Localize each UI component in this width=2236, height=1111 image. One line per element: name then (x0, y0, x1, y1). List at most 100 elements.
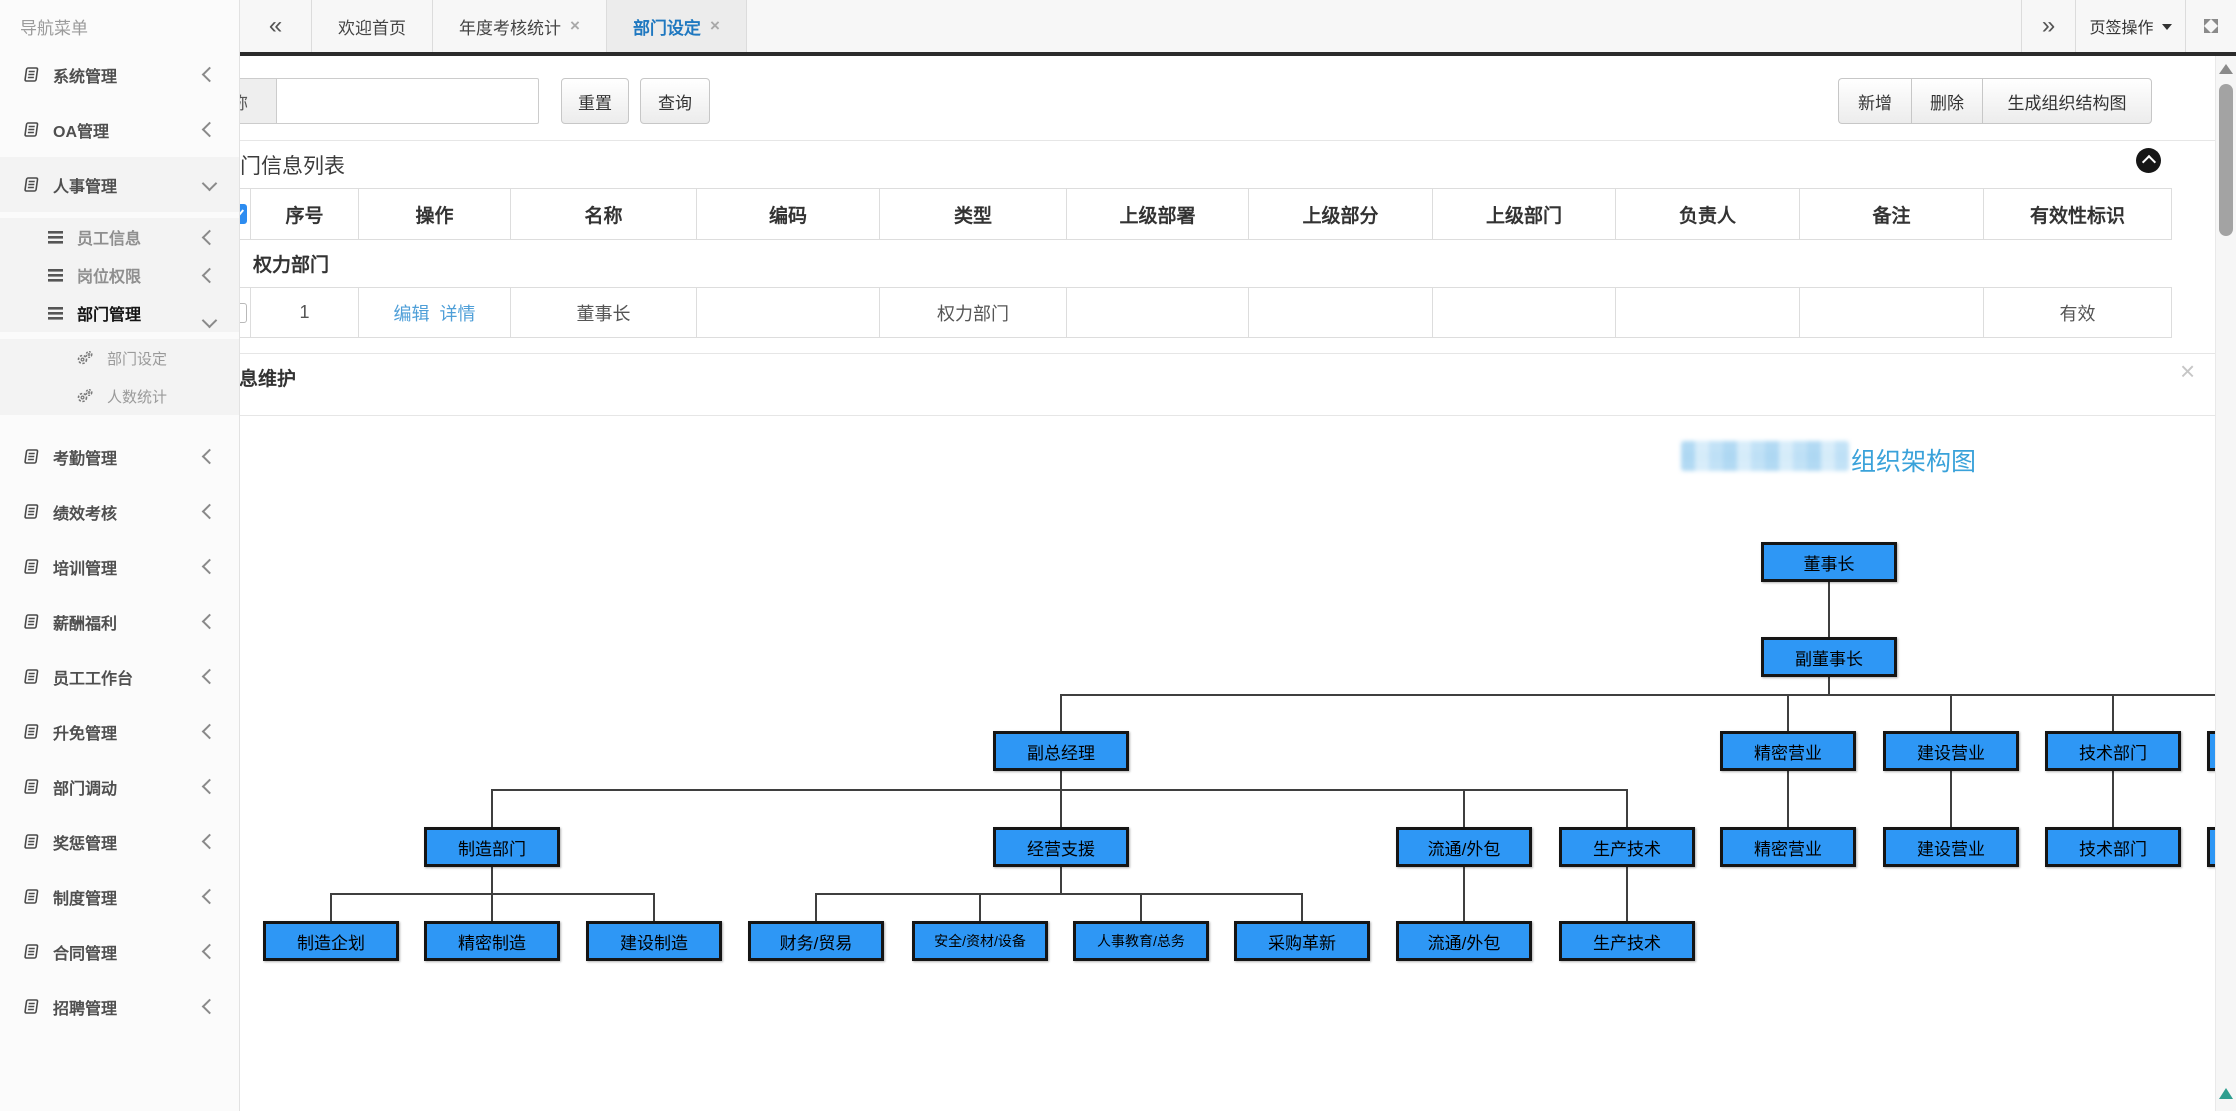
header-cell: 类型 (880, 189, 1067, 239)
org-node[interactable]: 生产技术 (1559, 921, 1695, 961)
tabs-scroll-left-icon[interactable]: « (240, 0, 312, 52)
org-node[interactable]: 精密制造 (424, 921, 560, 961)
tab-operations-dropdown[interactable]: 页签操作 (2075, 0, 2185, 52)
table-header-row: 序号操作名称编码类型上级部署上级部分上级部门负责人备注有效性标识 (150, 188, 2172, 240)
tab-bar-bottom-strip (240, 52, 2236, 56)
reset-button[interactable]: 重置 (561, 78, 629, 124)
org-node[interactable]: 副董事长 (1761, 637, 1897, 677)
sidebar-item[interactable]: 人数统计 (0, 377, 239, 415)
sidebar-item[interactable]: 员工工作台 (0, 649, 239, 704)
sidebar-item[interactable]: 升免管理 (0, 704, 239, 759)
sidebar-item-label: 部门设定 (107, 350, 168, 368)
org-node[interactable]: 精密营业 (1720, 827, 1856, 867)
table-group-row[interactable]: 权力部门 (150, 240, 2172, 288)
sidebar-item[interactable]: 绩效考核 (0, 484, 239, 539)
header-cell: 编码 (697, 189, 880, 239)
sidebar-item[interactable]: 员工信息 (0, 218, 239, 256)
sidebar-item[interactable]: 人事管理 (0, 157, 239, 212)
sidebar-menu: 系统管理 OA管理人事管理员工信息岗位权限部门管理部门设定人数统计考勤管理绩效考核… (0, 47, 239, 1034)
org-node[interactable]: 建设制造 (586, 921, 722, 961)
org-node[interactable]: 董事长 (1761, 542, 1897, 582)
vertical-scrollbar[interactable] (2215, 56, 2236, 1111)
org-node[interactable]: 技术部门 (2045, 731, 2181, 771)
org-connector (815, 893, 817, 921)
blurred-company-name (1681, 441, 1849, 471)
gears-icon (76, 350, 94, 366)
cell: 编辑详情 (359, 288, 511, 337)
org-node[interactable]: 采购革新 (1234, 921, 1370, 961)
generate-org-chart-button[interactable]: 生成组织结构图 (1982, 78, 2152, 124)
query-button[interactable]: 查询 (640, 78, 710, 124)
sidebar-item[interactable]: OA管理 (0, 102, 239, 157)
org-node[interactable]: 建设营业 (1883, 827, 2019, 867)
sidebar-item[interactable]: 制度管理 (0, 869, 239, 924)
sidebar-item[interactable]: 部门管理 (0, 294, 239, 332)
collapse-panel-icon[interactable] (2136, 148, 2161, 173)
org-node[interactable]: 技术部门 (2045, 827, 2181, 867)
tabs: 欢迎首页年度考核统计×部门设定× (312, 0, 747, 52)
close-icon[interactable]: × (2180, 356, 2196, 386)
sidebar-item-label: 考勤管理 (53, 450, 118, 468)
sidebar-item-label: 薪酬福利 (53, 615, 118, 633)
org-node[interactable]: 流通/外包 (1396, 827, 1532, 867)
sidebar-item-label: OA管理 (53, 123, 110, 141)
org-connector (491, 789, 493, 827)
book-icon (22, 888, 40, 905)
menu-icon (46, 268, 64, 283)
sidebar-item[interactable]: 招聘管理 (0, 979, 239, 1034)
org-connector (1787, 771, 1789, 827)
search-input[interactable] (276, 78, 539, 124)
sidebar-item[interactable]: 部门调动 (0, 759, 239, 814)
org-node[interactable]: 人事教育/总务 (1073, 921, 1209, 961)
sidebar-item[interactable]: 岗位权限 (0, 256, 239, 294)
sidebar-item[interactable]: 考勤管理 (0, 429, 239, 484)
delete-button[interactable]: 删除 (1911, 78, 1982, 124)
org-connector (1060, 867, 1062, 893)
org-node[interactable]: 财务/贸易 (748, 921, 884, 961)
org-node[interactable]: 制造企划 (263, 921, 399, 961)
chevron-left-icon (201, 778, 218, 795)
tab-欢迎首页[interactable]: 欢迎首页 (312, 0, 433, 52)
tab-部门设定[interactable]: 部门设定× (606, 0, 747, 52)
row-action-link[interactable]: 详情 (439, 303, 476, 324)
tab-年度考核统计[interactable]: 年度考核统计 × (433, 0, 607, 52)
row-action-link[interactable]: 编辑 (393, 303, 430, 324)
sidebar-item[interactable]: 系统管理 (0, 47, 239, 102)
tab-close-icon[interactable]: × (709, 16, 720, 35)
sidebar-item-label: 培训管理 (53, 560, 118, 578)
chevron-left-icon (201, 66, 218, 83)
org-node[interactable]: 经营支援 (993, 827, 1129, 867)
org-node[interactable]: 流通/外包 (1396, 921, 1532, 961)
org-node[interactable]: 建设营业 (1883, 731, 2019, 771)
gears-icon (76, 388, 94, 404)
org-node[interactable]: 生产技术 (1559, 827, 1695, 867)
sidebar-item[interactable]: 培训管理 (0, 539, 239, 594)
sidebar-item[interactable]: 部门设定 (0, 339, 239, 377)
add-button[interactable]: 新增 (1838, 78, 1911, 124)
org-node[interactable]: 副总经理 (993, 731, 1129, 771)
book-icon (22, 66, 40, 83)
sidebar-item[interactable]: 奖惩管理 (0, 814, 239, 869)
org-node[interactable]: 精密营业 (1720, 731, 1856, 771)
back-to-top-icon[interactable] (2219, 1088, 2233, 1099)
header-cell: 有效性标识 (1984, 189, 2172, 239)
scrollbar-thumb[interactable] (2219, 84, 2233, 236)
org-node[interactable]: 安全/资材/设备 (912, 921, 1048, 961)
tab-label: 年度考核统计 (459, 18, 561, 38)
book-icon (22, 778, 40, 795)
sidebar-item[interactable]: 合同管理 (0, 924, 239, 979)
tab-close-icon[interactable]: × (570, 16, 580, 35)
book-icon (22, 448, 40, 465)
tabs-scroll-right-icon[interactable]: » (2021, 0, 2075, 52)
book-icon (22, 943, 40, 960)
sidebar-item[interactable]: 薪酬福利 (0, 594, 239, 649)
chevron-left-icon (201, 267, 218, 283)
sidebar-item-label: 部门管理 (77, 307, 142, 324)
org-node[interactable]: 制造部门 (424, 827, 560, 867)
org-connector (1828, 677, 1830, 694)
scroll-up-icon[interactable] (2219, 64, 2233, 74)
fullscreen-button[interactable] (2185, 0, 2236, 52)
